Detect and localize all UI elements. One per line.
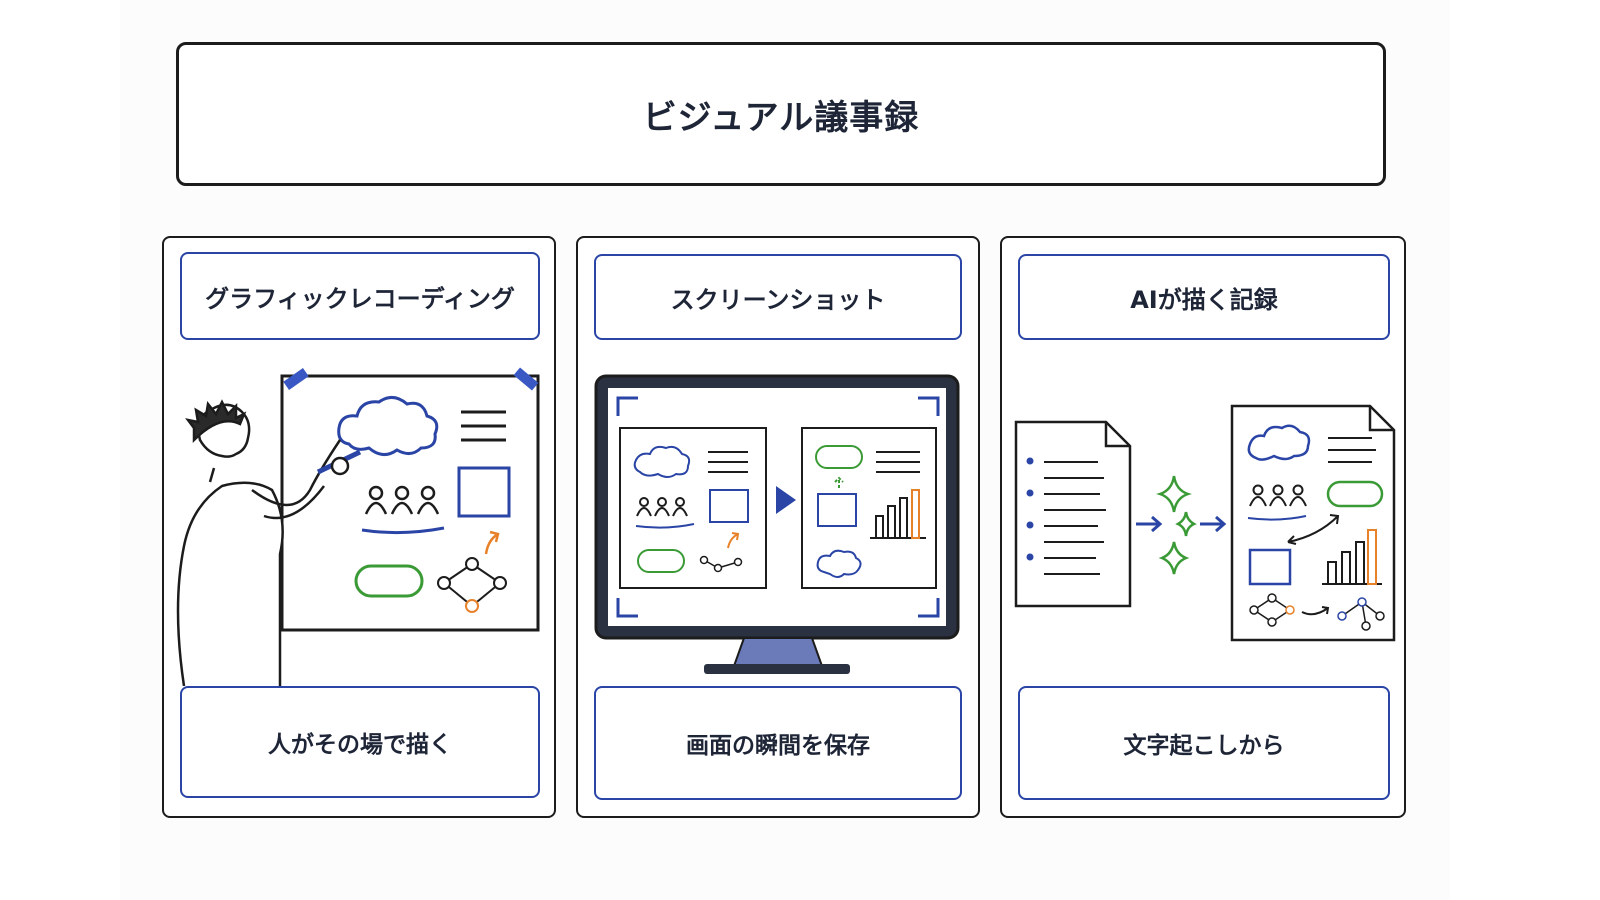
text-lines-icon xyxy=(461,410,506,442)
monitor-illustration xyxy=(594,374,960,674)
panel-caption: 画面の瞬間を保存 xyxy=(686,733,870,759)
transcript-document-icon xyxy=(1014,420,1132,608)
panel-heading: スクリーンショット xyxy=(670,285,886,314)
panel-caption-box: 人がその場で描く xyxy=(180,686,540,798)
panel-ai-record: AIが描く記録 xyxy=(1000,236,1406,818)
ai-record-illustration xyxy=(1014,404,1396,642)
person-drawing-icon xyxy=(176,399,362,686)
underline-stroke xyxy=(361,526,445,535)
cloud-icon xyxy=(337,396,439,456)
capture-corners xyxy=(616,396,940,618)
panel-heading: AIが描く記録 xyxy=(1130,285,1278,314)
generated-document-icon xyxy=(1230,404,1396,642)
network-icon xyxy=(437,557,507,613)
panel-caption-box: 文字起こしから xyxy=(1018,686,1390,800)
panel-graphic-recording: グラフィックレコーディング xyxy=(162,236,556,818)
arrow-right-icon xyxy=(1136,515,1227,533)
panel-heading: グラフィックレコーディング xyxy=(205,284,515,313)
before-screen xyxy=(619,427,767,589)
title-box: ビジュアル議事録 xyxy=(176,42,1386,186)
after-screen xyxy=(801,427,937,589)
panel-caption: 文字起こしから xyxy=(1123,733,1285,759)
square-icon xyxy=(457,466,511,518)
people-icon xyxy=(364,485,440,515)
whiteboard xyxy=(280,367,540,632)
panel-caption: 人がその場で描く xyxy=(268,732,452,758)
graphic-recording-illustration xyxy=(176,367,540,686)
arrow-icon xyxy=(484,530,500,555)
play-arrow-icon xyxy=(776,486,796,514)
sparkle-icon xyxy=(1156,475,1197,575)
page-title: ビジュアル議事録 xyxy=(642,97,920,138)
panel-screenshot: スクリーンショット xyxy=(576,236,980,818)
panel-caption-box: 画面の瞬間を保存 xyxy=(594,686,962,800)
pill-shape xyxy=(354,564,424,598)
panel-heading-box: AIが描く記録 xyxy=(1018,254,1390,340)
panel-heading-box: グラフィックレコーディング xyxy=(180,252,540,340)
panel-heading-box: スクリーンショット xyxy=(594,254,962,340)
